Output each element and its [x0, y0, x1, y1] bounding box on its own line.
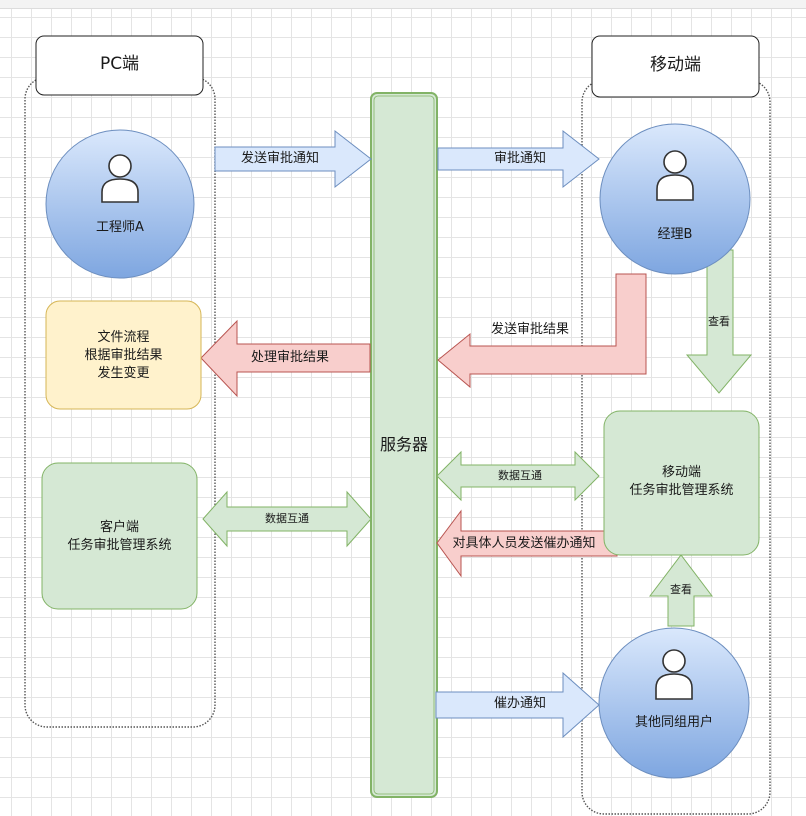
engineer-label: 工程师A — [96, 220, 144, 235]
file-flow-box — [45, 300, 202, 410]
user-icon-body — [655, 673, 693, 700]
user-icon — [663, 150, 687, 174]
arrow-view-manager — [685, 249, 753, 394]
client-system-text: 客户端 任务审批管理系统 — [67, 520, 172, 553]
arrow-urge-notice-send — [436, 509, 618, 578]
server-label: 服务器 — [379, 435, 428, 454]
urge-notice-send-label: 对具体人员发送催办通知 — [452, 536, 596, 551]
pc-lane-header — [35, 35, 204, 96]
view-others-label: 查看 — [670, 583, 692, 596]
pc-lane-title: PC端 — [99, 54, 140, 74]
arrow-handle-result — [200, 319, 371, 398]
manager-actor — [599, 123, 751, 275]
engineer-actor — [45, 129, 195, 279]
arrow-approval-notice — [437, 129, 600, 189]
send-approval-result-label: 发送审批结果 — [490, 322, 569, 337]
mobile-lane-title: 移动端 — [650, 55, 701, 75]
mobile-system-box — [603, 410, 760, 556]
client-system-box — [41, 462, 198, 610]
user-icon — [108, 154, 132, 178]
arrow-data-exchange-right — [436, 450, 600, 502]
arrow-send-approval-notice — [214, 129, 372, 189]
data-exchange-right-label: 数据互通 — [498, 469, 542, 482]
mobile-system-text: 移动端 任务审批管理系统 — [629, 465, 734, 498]
arrow-view-others — [648, 554, 714, 627]
arrow-send-approval-result — [437, 273, 647, 389]
view-manager-label: 查看 — [708, 315, 730, 328]
file-flow-text: 文件流程 根据审批结果 发生变更 — [84, 330, 163, 381]
user-icon — [662, 649, 686, 673]
others-actor — [598, 627, 750, 779]
user-icon-body — [656, 174, 694, 201]
send-approval-notice-label: 发送审批通知 — [240, 151, 319, 166]
user-icon-body — [101, 178, 139, 203]
mobile-lane-header — [591, 35, 760, 98]
approval-notice-label: 审批通知 — [493, 151, 546, 166]
arrow-data-exchange-left — [202, 490, 372, 548]
handle-result-label: 处理审批结果 — [250, 350, 329, 365]
manager-label: 经理B — [657, 227, 693, 242]
data-exchange-left-label: 数据互通 — [265, 512, 309, 525]
canvas-top-border — [0, 0, 806, 9]
urge-notice-label: 催办通知 — [493, 696, 546, 711]
arrow-urge-notice — [435, 671, 600, 739]
server-box — [370, 92, 438, 798]
others-label: 其他同组用户 — [634, 715, 713, 730]
